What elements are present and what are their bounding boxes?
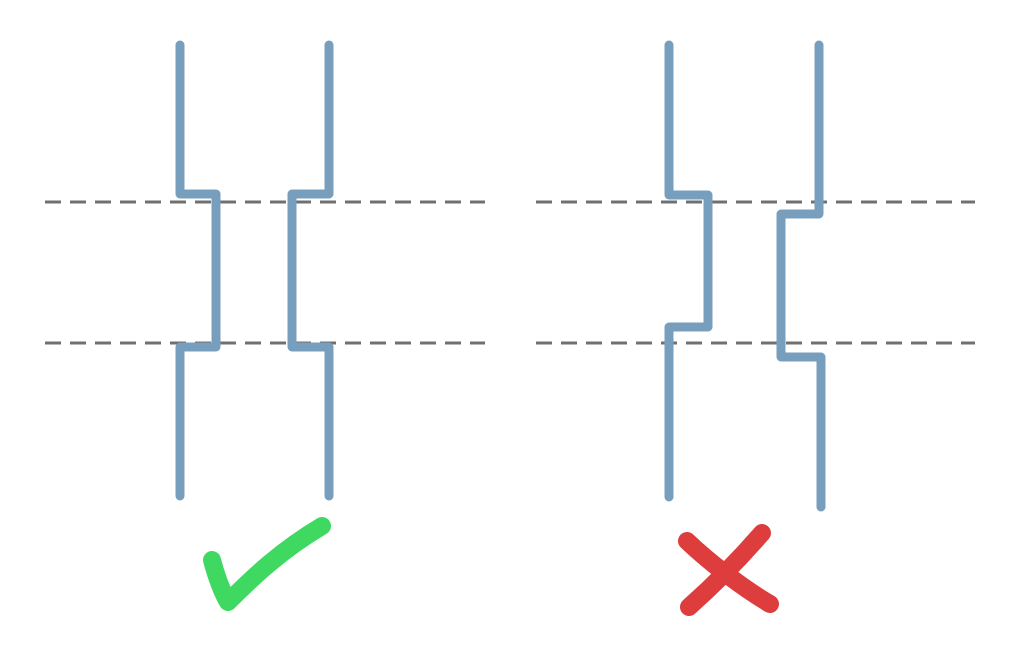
checkmark-icon [203, 517, 331, 611]
left-stepped-line [175, 40, 221, 501]
cross-icon [678, 524, 779, 616]
cross-stroke-2 [680, 524, 771, 616]
left-stepped-line [664, 40, 713, 502]
incorrect-example-panel [536, 40, 975, 616]
right-stepped-line [776, 40, 826, 512]
right-stepped-line [287, 40, 334, 501]
correct-example-panel [45, 40, 485, 611]
